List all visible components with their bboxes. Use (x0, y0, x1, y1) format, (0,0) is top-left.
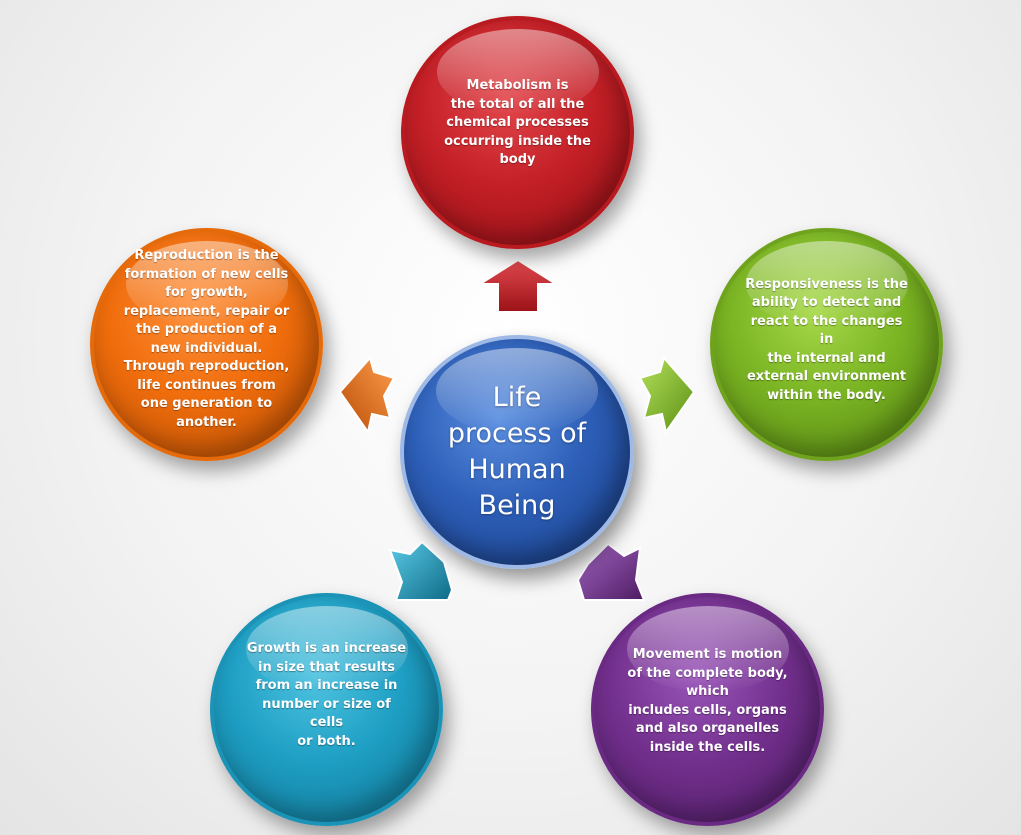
reproduction-node: Reproduction is the formation of new cel… (90, 228, 323, 461)
reproduction-text: Reproduction is the formation of new cel… (123, 248, 290, 430)
center-node: Life process of Human Being (400, 335, 634, 569)
growth-node: Growth is an increase in size that resul… (210, 593, 443, 826)
arrow-down-to-movement-icon (576, 542, 646, 601)
responsiveness-text: Responsiveness is the ability to detect … (745, 276, 908, 403)
metabolism-text: Metabolism is the total of all the chemi… (444, 78, 591, 168)
movement-text: Movement is motion of the complete body,… (627, 647, 788, 755)
arrow-right-to-responsiveness-icon (638, 356, 696, 435)
arrow-down-to-growth-icon (388, 540, 454, 601)
responsiveness-node: Responsiveness is the ability to detect … (710, 228, 943, 461)
arrow-up-to-metabolism-icon (478, 258, 558, 313)
arrow-left-to-reproduction-icon (338, 356, 396, 435)
center-title: Life process of Human Being (447, 382, 587, 521)
movement-node: Movement is motion of the complete body,… (591, 593, 824, 826)
growth-text: Growth is an increase in size that resul… (246, 641, 407, 749)
metabolism-node: Metabolism is the total of all the chemi… (401, 16, 634, 249)
